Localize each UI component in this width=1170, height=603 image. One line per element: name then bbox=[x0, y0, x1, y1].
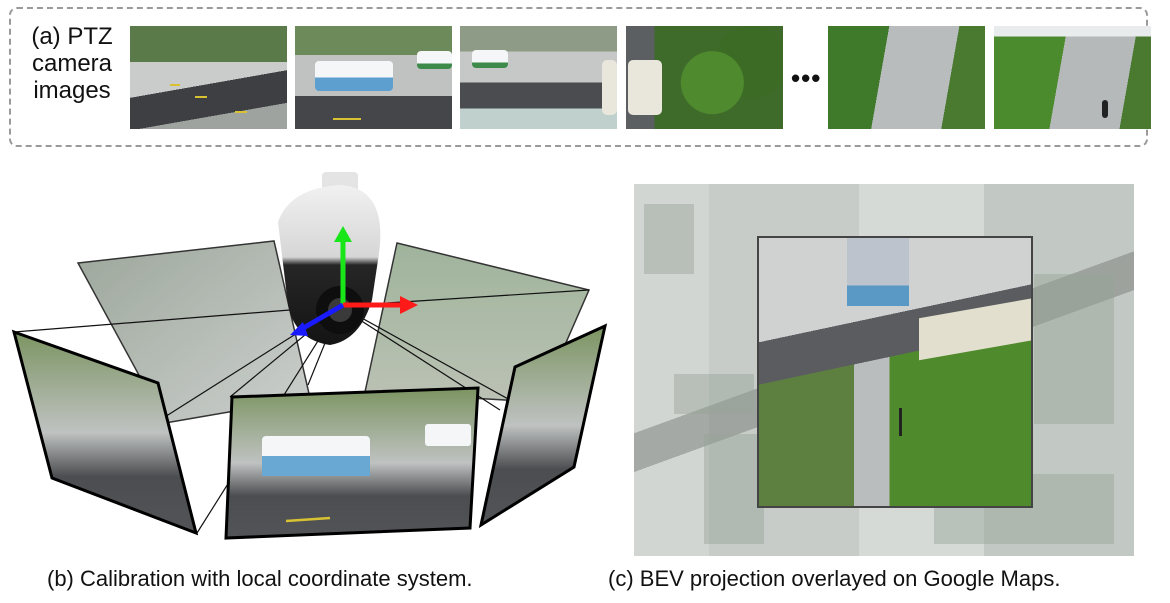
caption-b: (b) Calibration with local coordinate sy… bbox=[47, 566, 473, 591]
thumb-bus-glass bbox=[460, 26, 617, 129]
ptz-camera-icon bbox=[278, 172, 381, 345]
label-line-2: camera bbox=[31, 50, 113, 77]
bev-bus bbox=[847, 238, 909, 306]
bev-projection bbox=[757, 236, 1033, 508]
ellipsis: ••• bbox=[791, 63, 822, 93]
thumb-road-plaza bbox=[130, 26, 287, 129]
label-line-1: (a) PTZ bbox=[31, 23, 113, 50]
bev-pedestrian bbox=[899, 408, 902, 436]
bev-sign bbox=[919, 297, 1031, 361]
caption-c: (c) BEV projection overlayed on Google M… bbox=[608, 566, 1061, 591]
label-line-3: images bbox=[33, 77, 111, 104]
coordinate-axes-icon bbox=[290, 226, 418, 336]
thumb-foliage bbox=[626, 26, 783, 129]
pedestrian bbox=[1102, 100, 1108, 118]
thumb-walkway bbox=[828, 26, 985, 129]
thumb-bus bbox=[295, 26, 452, 129]
thumb-walkway-person bbox=[994, 26, 1151, 129]
panel-a-label: (a) PTZ camera images bbox=[22, 23, 122, 104]
calibration-diagram bbox=[11, 172, 608, 540]
